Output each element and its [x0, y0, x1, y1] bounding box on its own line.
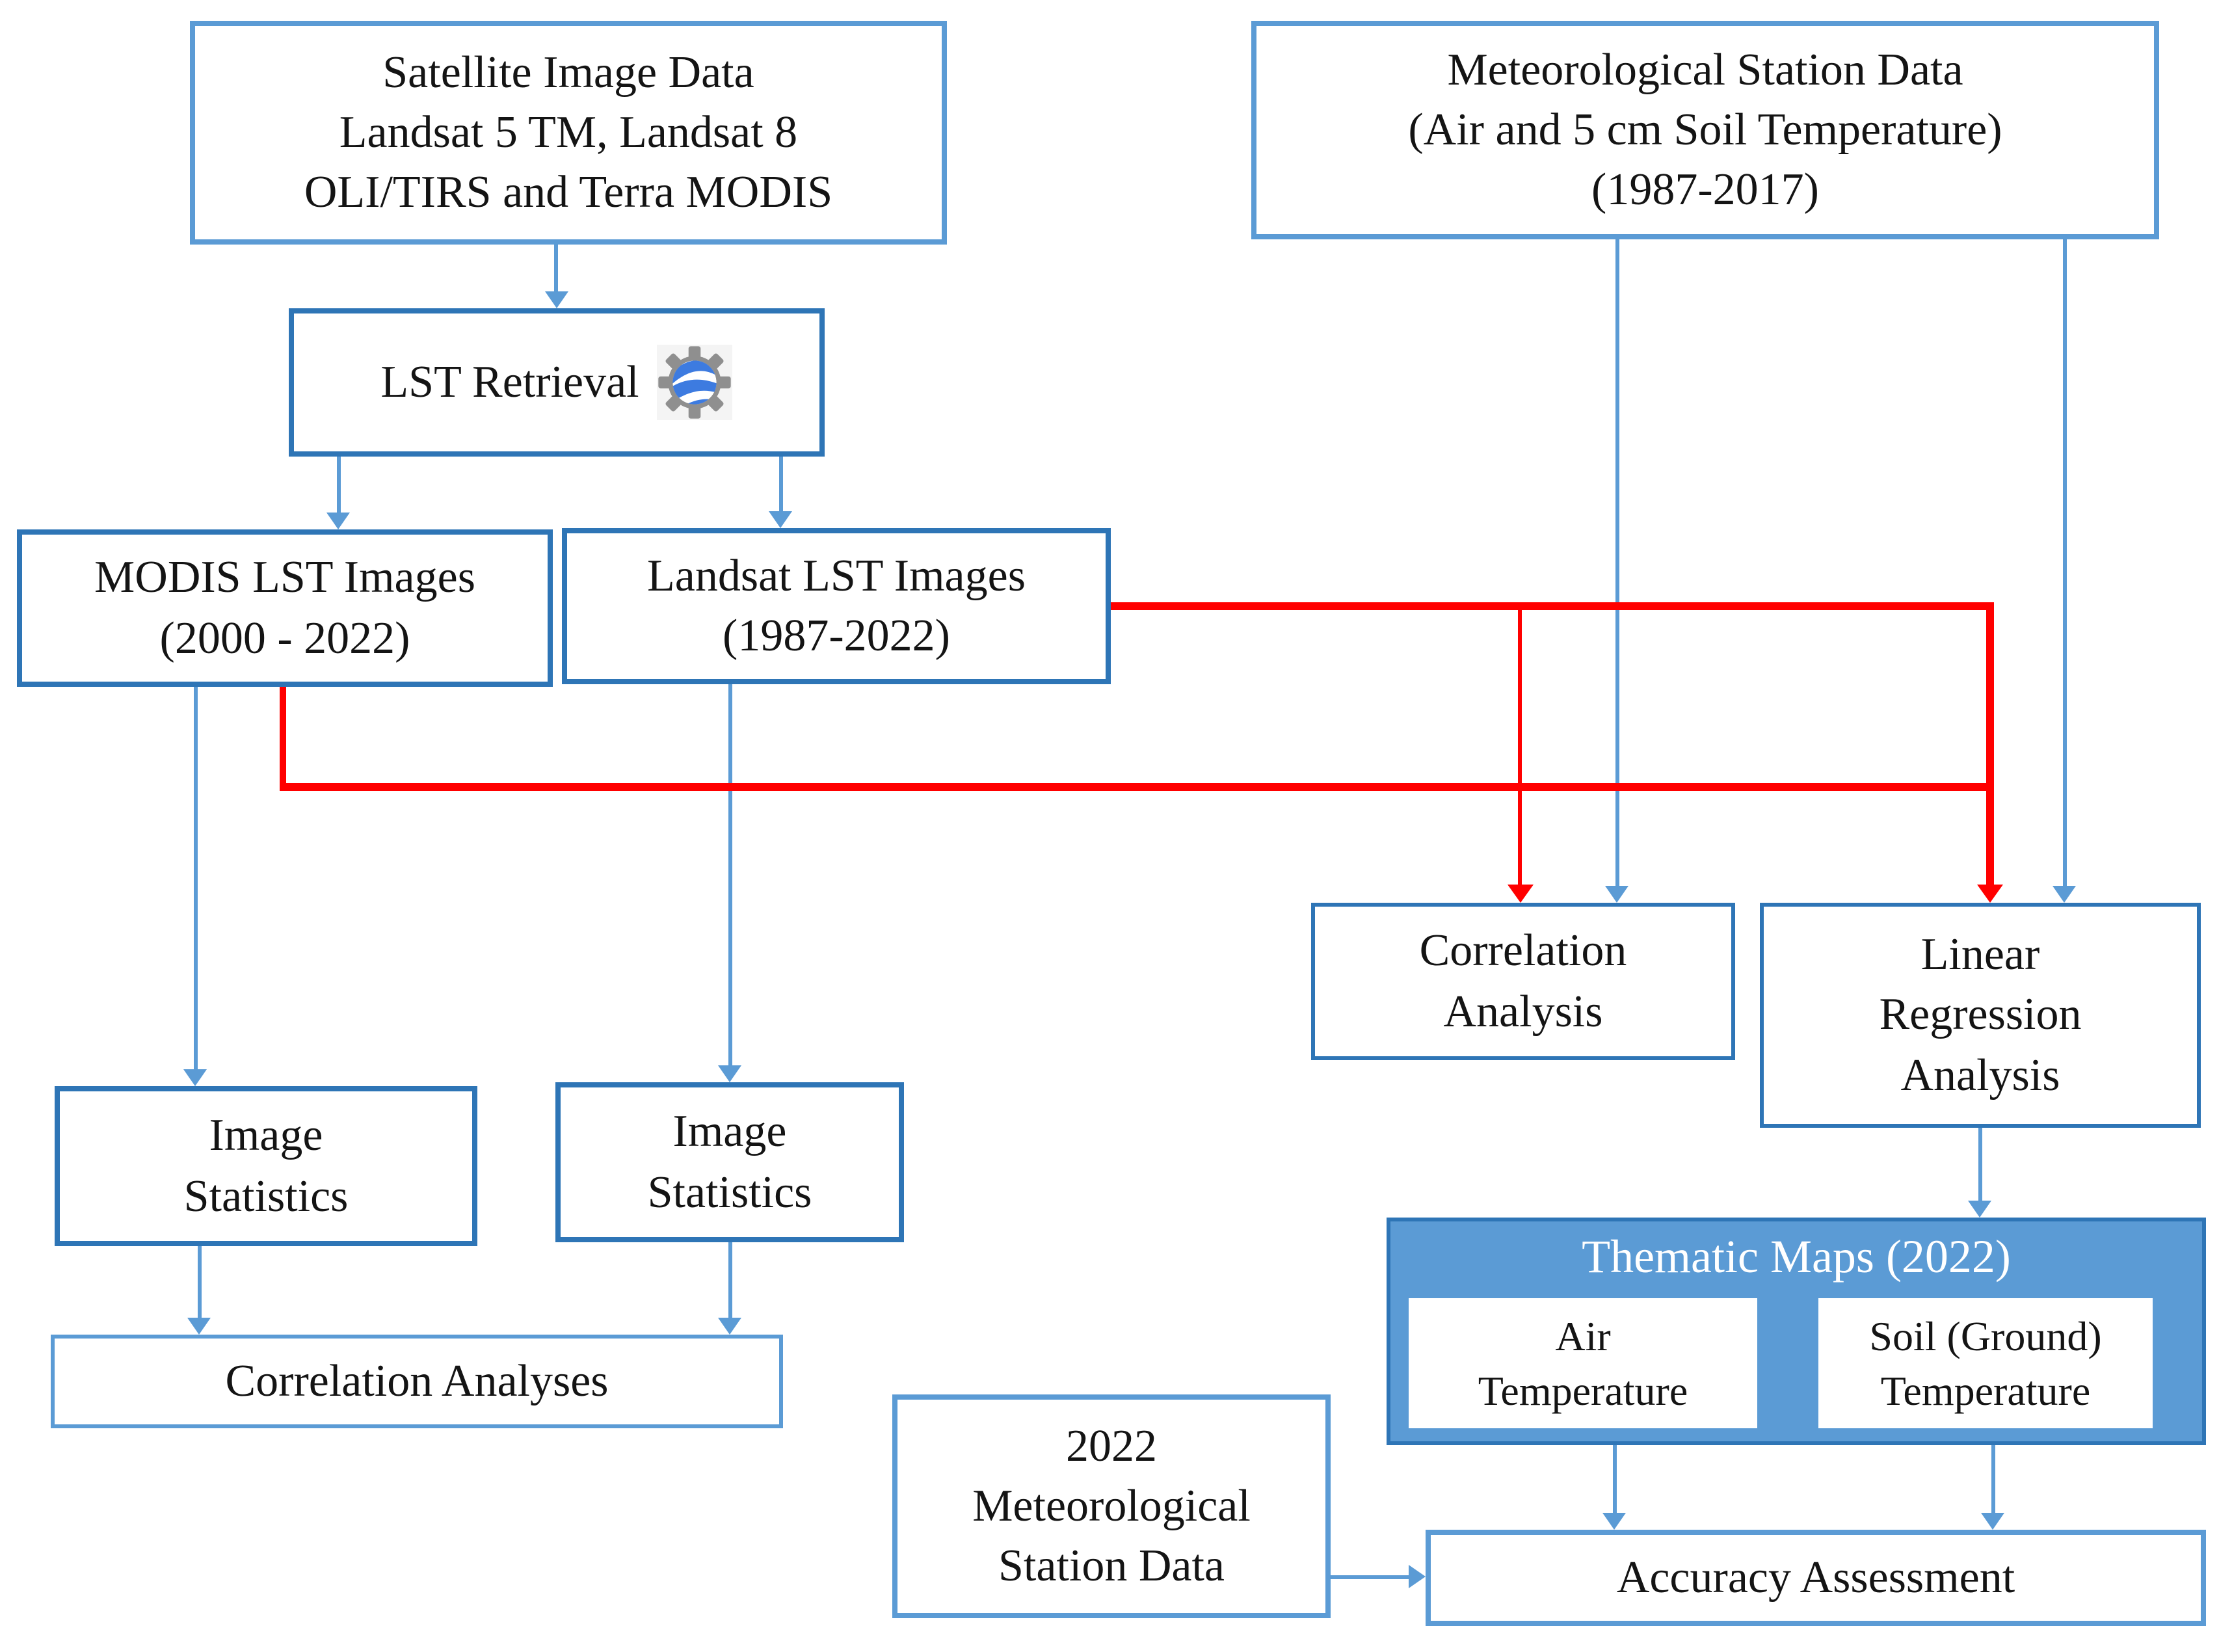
correlation-analyses-label: Correlation Analyses: [225, 1355, 609, 1406]
lst-retrieval-label: LST Retrieval: [380, 356, 639, 407]
red-connector-vertical-to-linear-regression: [1986, 602, 1994, 886]
arrowhead-landsat-to-image-statistics: [718, 1065, 741, 1082]
connector-soil-temperature-to-accuracy: [1991, 1445, 1995, 1513]
node-modis-lst-images: MODIS LST Images (2000 - 2022): [17, 529, 553, 687]
node-accuracy-assessment: Accuracy Assessment: [1426, 1530, 2206, 1626]
connector-met-station-to-linear-regression: [2063, 239, 2067, 886]
modis-lst-images-label: MODIS LST Images (2000 - 2022): [94, 552, 475, 663]
google-earth-engine-icon: [657, 345, 733, 420]
red-arrowhead-to-linear-regression: [1977, 885, 2003, 903]
correlation-analysis-label: Correlation Analysis: [1419, 925, 1627, 1036]
node-met-station-2022: 2022 Meteorological Station Data: [892, 1394, 1331, 1618]
arrowhead-lst-to-landsat: [769, 511, 792, 528]
soil-temperature-label: Soil (Ground) Temperature: [1869, 1312, 2102, 1414]
arrowhead-met-station-to-linear-regression: [2053, 886, 2076, 903]
landsat-lst-images-label: Landsat LST Images (1987-2022): [647, 550, 1026, 661]
connector-image-statistics-modis-to-correlation-analyses: [198, 1246, 202, 1318]
arrowhead-linear-regression-to-thematic-maps: [1968, 1201, 1991, 1218]
air-temperature-label: Air Temperature: [1478, 1312, 1688, 1414]
thematic-maps-title: Thematic Maps (2022): [1582, 1231, 2011, 1283]
meteorological-station-data-label: Meteorological Station Data (Air and 5 c…: [1408, 44, 2002, 215]
arrowhead-modis-to-image-statistics: [183, 1069, 207, 1086]
arrowhead-image-statistics-modis-to-correlation-analyses: [187, 1318, 211, 1335]
connector-modis-to-image-statistics: [194, 687, 198, 1069]
connector-met-2022-to-accuracy: [1331, 1575, 1409, 1579]
red-connector-branch-to-correlation-analysis: [1518, 610, 1522, 886]
node-satellite-image-data: Satellite Image Data Landsat 5 TM, Lands…: [190, 21, 947, 245]
arrowhead-soil-temperature-to-accuracy: [1981, 1513, 2004, 1530]
satellite-image-data-label: Satellite Image Data Landsat 5 TM, Lands…: [304, 46, 833, 218]
node-linear-regression-analysis: Linear Regression Analysis: [1760, 903, 2201, 1128]
accuracy-assessment-label: Accuracy Assessment: [1616, 1551, 2015, 1603]
arrowhead-met-2022-to-accuracy: [1409, 1565, 1426, 1588]
red-arrowhead-to-correlation-analysis: [1508, 885, 1534, 903]
connector-satellite-to-lst: [554, 245, 558, 291]
node-image-statistics-landsat: Image Statistics: [555, 1082, 904, 1242]
connector-lst-to-landsat: [779, 457, 783, 511]
node-air-temperature: Air Temperature: [1406, 1296, 1760, 1431]
node-correlation-analysis: Correlation Analysis: [1311, 903, 1735, 1060]
linear-regression-analysis-label: Linear Regression Analysis: [1879, 929, 2082, 1100]
red-connector-modis-horizontal: [280, 783, 1994, 791]
node-meteorological-station-data: Meteorological Station Data (Air and 5 c…: [1251, 21, 2159, 239]
red-connector-landsat-horizontal: [1108, 602, 1994, 610]
arrowhead-lst-to-modis: [326, 513, 350, 529]
node-landsat-lst-images: Landsat LST Images (1987-2022): [562, 528, 1111, 684]
red-connector-modis-vertical: [280, 687, 286, 791]
node-thematic-maps: Thematic Maps (2022) Air Temperature Soi…: [1387, 1218, 2206, 1445]
arrowhead-image-statistics-landsat-to-correlation-analyses: [718, 1318, 741, 1335]
node-lst-retrieval: LST Retrieval: [289, 308, 825, 457]
node-soil-temperature: Soil (Ground) Temperature: [1816, 1296, 2155, 1431]
arrowhead-air-temperature-to-accuracy: [1602, 1513, 1626, 1530]
connector-landsat-to-image-statistics: [728, 684, 732, 1065]
arrowhead-satellite-to-lst: [545, 291, 568, 308]
arrowhead-met-station-to-correlation-analysis: [1605, 886, 1628, 903]
connector-air-temperature-to-accuracy: [1613, 1445, 1617, 1513]
connector-met-station-to-correlation-analysis: [1615, 239, 1619, 886]
connector-lst-to-modis: [337, 457, 341, 513]
met-station-2022-label: 2022 Meteorological Station Data: [972, 1420, 1251, 1592]
image-statistics-modis-label: Image Statistics: [183, 1110, 349, 1221]
connector-linear-regression-to-thematic-maps: [1978, 1128, 1982, 1201]
node-correlation-analyses: Correlation Analyses: [51, 1335, 783, 1428]
image-statistics-landsat-label: Image Statistics: [647, 1106, 812, 1217]
connector-image-statistics-landsat-to-correlation-analyses: [728, 1242, 732, 1318]
node-image-statistics-modis: Image Statistics: [55, 1086, 477, 1246]
